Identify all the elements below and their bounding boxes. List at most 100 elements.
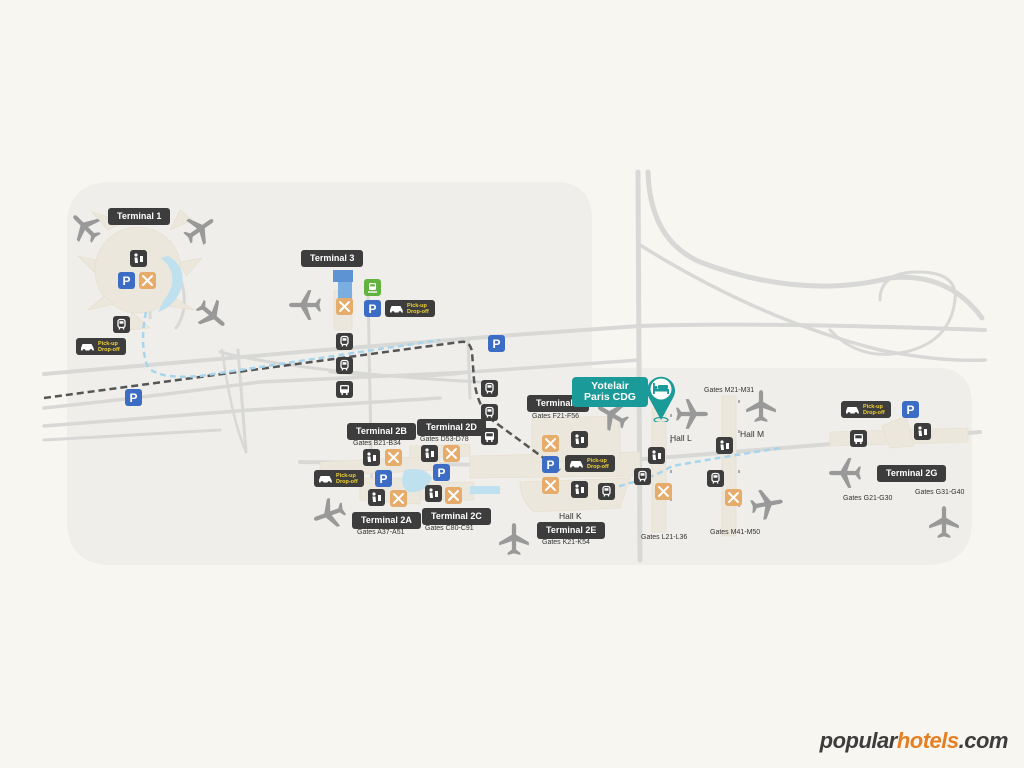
gates-b-text: Gates B21-B34 — [353, 440, 401, 447]
pickup-line1: Pick-up — [336, 472, 356, 479]
restaurant-icon[interactable] — [655, 483, 672, 500]
passport-control-icon[interactable] — [648, 447, 665, 464]
terminal-2g-label: Terminal 2G — [877, 465, 947, 482]
terminal-2e-label: Terminal 2E — [537, 522, 606, 539]
pickup-line1: Pick-up — [407, 302, 427, 309]
gates-c-text: Gates C80-C91 — [425, 525, 474, 532]
airplane-icon — [288, 288, 322, 322]
restaurant-icon[interactable] — [139, 272, 156, 289]
car-icon — [390, 306, 403, 314]
terminal-2d-label: Terminal 2D — [417, 419, 486, 436]
bus-icon[interactable] — [850, 430, 867, 447]
parking-icon[interactable]: P — [433, 464, 450, 481]
parking-icon[interactable]: P — [375, 470, 392, 487]
gates-a-text: Gates A37-A51 — [357, 529, 405, 536]
passport-control-icon[interactable] — [368, 489, 385, 506]
hotel-name-line2: Paris CDG — [584, 391, 636, 403]
bus-station-icon[interactable] — [364, 279, 381, 296]
passport-control-icon[interactable] — [363, 449, 380, 466]
airplane-icon — [497, 522, 531, 556]
restaurant-icon[interactable] — [542, 435, 559, 452]
water-features — [158, 256, 500, 494]
passport-control-icon[interactable] — [914, 423, 931, 440]
bus-icon[interactable] — [336, 381, 353, 398]
terminal-2a-label: Terminal 2A — [352, 512, 421, 529]
parking-icon[interactable]: P — [364, 300, 381, 317]
terminal-1-label: Terminal 1 — [108, 208, 171, 225]
parking-icon[interactable]: P — [902, 401, 919, 418]
pickup-line1: Pick-up — [587, 457, 607, 464]
train-icon[interactable] — [336, 333, 353, 350]
passport-control-icon[interactable] — [716, 437, 733, 454]
parking-icon[interactable]: P — [118, 272, 135, 289]
gates-m2-text: Gates M41-M50 — [710, 529, 761, 536]
parking-icon[interactable]: P — [542, 456, 559, 473]
car-icon — [846, 407, 859, 415]
restaurant-icon[interactable] — [542, 477, 559, 494]
restaurant-icon[interactable] — [385, 449, 402, 466]
train-icon[interactable] — [707, 470, 724, 487]
passport-control-icon[interactable] — [421, 445, 438, 462]
airplane-icon — [675, 397, 709, 431]
restaurant-icon[interactable] — [336, 298, 353, 315]
hall-m-label: Hall M — [740, 429, 765, 439]
airplane-icon — [307, 492, 351, 536]
car-icon — [81, 344, 94, 352]
airplane-icon — [927, 505, 961, 539]
pickup-line2: Drop-off — [407, 308, 429, 315]
brand-logo[interactable]: popularhotels.com — [819, 728, 1009, 754]
terminal-2b-label: Terminal 2B — [347, 423, 416, 440]
pickup-line1: Pick-up — [98, 340, 118, 347]
train-icon[interactable] — [481, 380, 498, 397]
parking-icon[interactable]: P — [488, 335, 505, 352]
airplane-icon — [61, 203, 109, 251]
gates-l-text: Gates L21-L36 — [641, 534, 688, 541]
pickup-line2: Drop-off — [587, 463, 609, 470]
hall-k-label: Hall K — [559, 511, 582, 521]
car-icon — [319, 476, 332, 484]
pickup-line2: Drop-off — [336, 478, 358, 485]
hotel-location-pin[interactable] — [644, 372, 678, 422]
parking-icon[interactable]: P — [125, 389, 142, 406]
restaurant-icon[interactable] — [725, 489, 742, 506]
train-icon[interactable] — [481, 404, 498, 421]
train-icon[interactable] — [336, 357, 353, 374]
pickup-line1: Pick-up — [863, 403, 883, 410]
train-icon[interactable] — [113, 316, 130, 333]
airplane-icon — [589, 392, 635, 438]
bus-icon[interactable] — [481, 428, 498, 445]
passport-control-icon[interactable] — [130, 250, 147, 267]
airport-area — [67, 182, 972, 565]
brand-part1: popular — [819, 728, 898, 753]
brand-part2: hotels — [896, 728, 959, 753]
restaurant-icon[interactable] — [445, 487, 462, 504]
car-icon — [570, 461, 583, 469]
airplane-icon — [176, 205, 223, 252]
gates-d-text: Gates D53-D78 — [420, 436, 469, 443]
passport-control-icon[interactable] — [571, 431, 588, 448]
train-icon[interactable] — [598, 483, 615, 500]
brand-part3: .com — [958, 728, 1009, 753]
gates-g2-text: Gates G31-G40 — [915, 489, 965, 496]
gates-f-text: Gates F21-F56 — [532, 413, 580, 420]
hotel-name-line1: Yotelair — [591, 380, 629, 392]
airplane-icon — [828, 456, 862, 490]
train-icon[interactable] — [634, 468, 651, 485]
pickup-line2: Drop-off — [863, 409, 885, 416]
restaurant-icon[interactable] — [443, 445, 460, 462]
passport-control-icon[interactable] — [571, 481, 588, 498]
airplane-icon — [744, 389, 778, 423]
hotel-label[interactable]: Yotelair Paris CDG — [572, 377, 648, 407]
terminal-3-label: Terminal 3 — [301, 250, 364, 267]
gates-m-text: Gates M21-M31 — [704, 387, 755, 394]
restaurant-icon[interactable] — [390, 490, 407, 507]
gates-g1-text: Gates G21-G30 — [843, 495, 893, 502]
bed-icon — [653, 383, 669, 394]
passport-control-icon[interactable] — [425, 485, 442, 502]
hall-l-label: Hall L — [670, 433, 692, 443]
